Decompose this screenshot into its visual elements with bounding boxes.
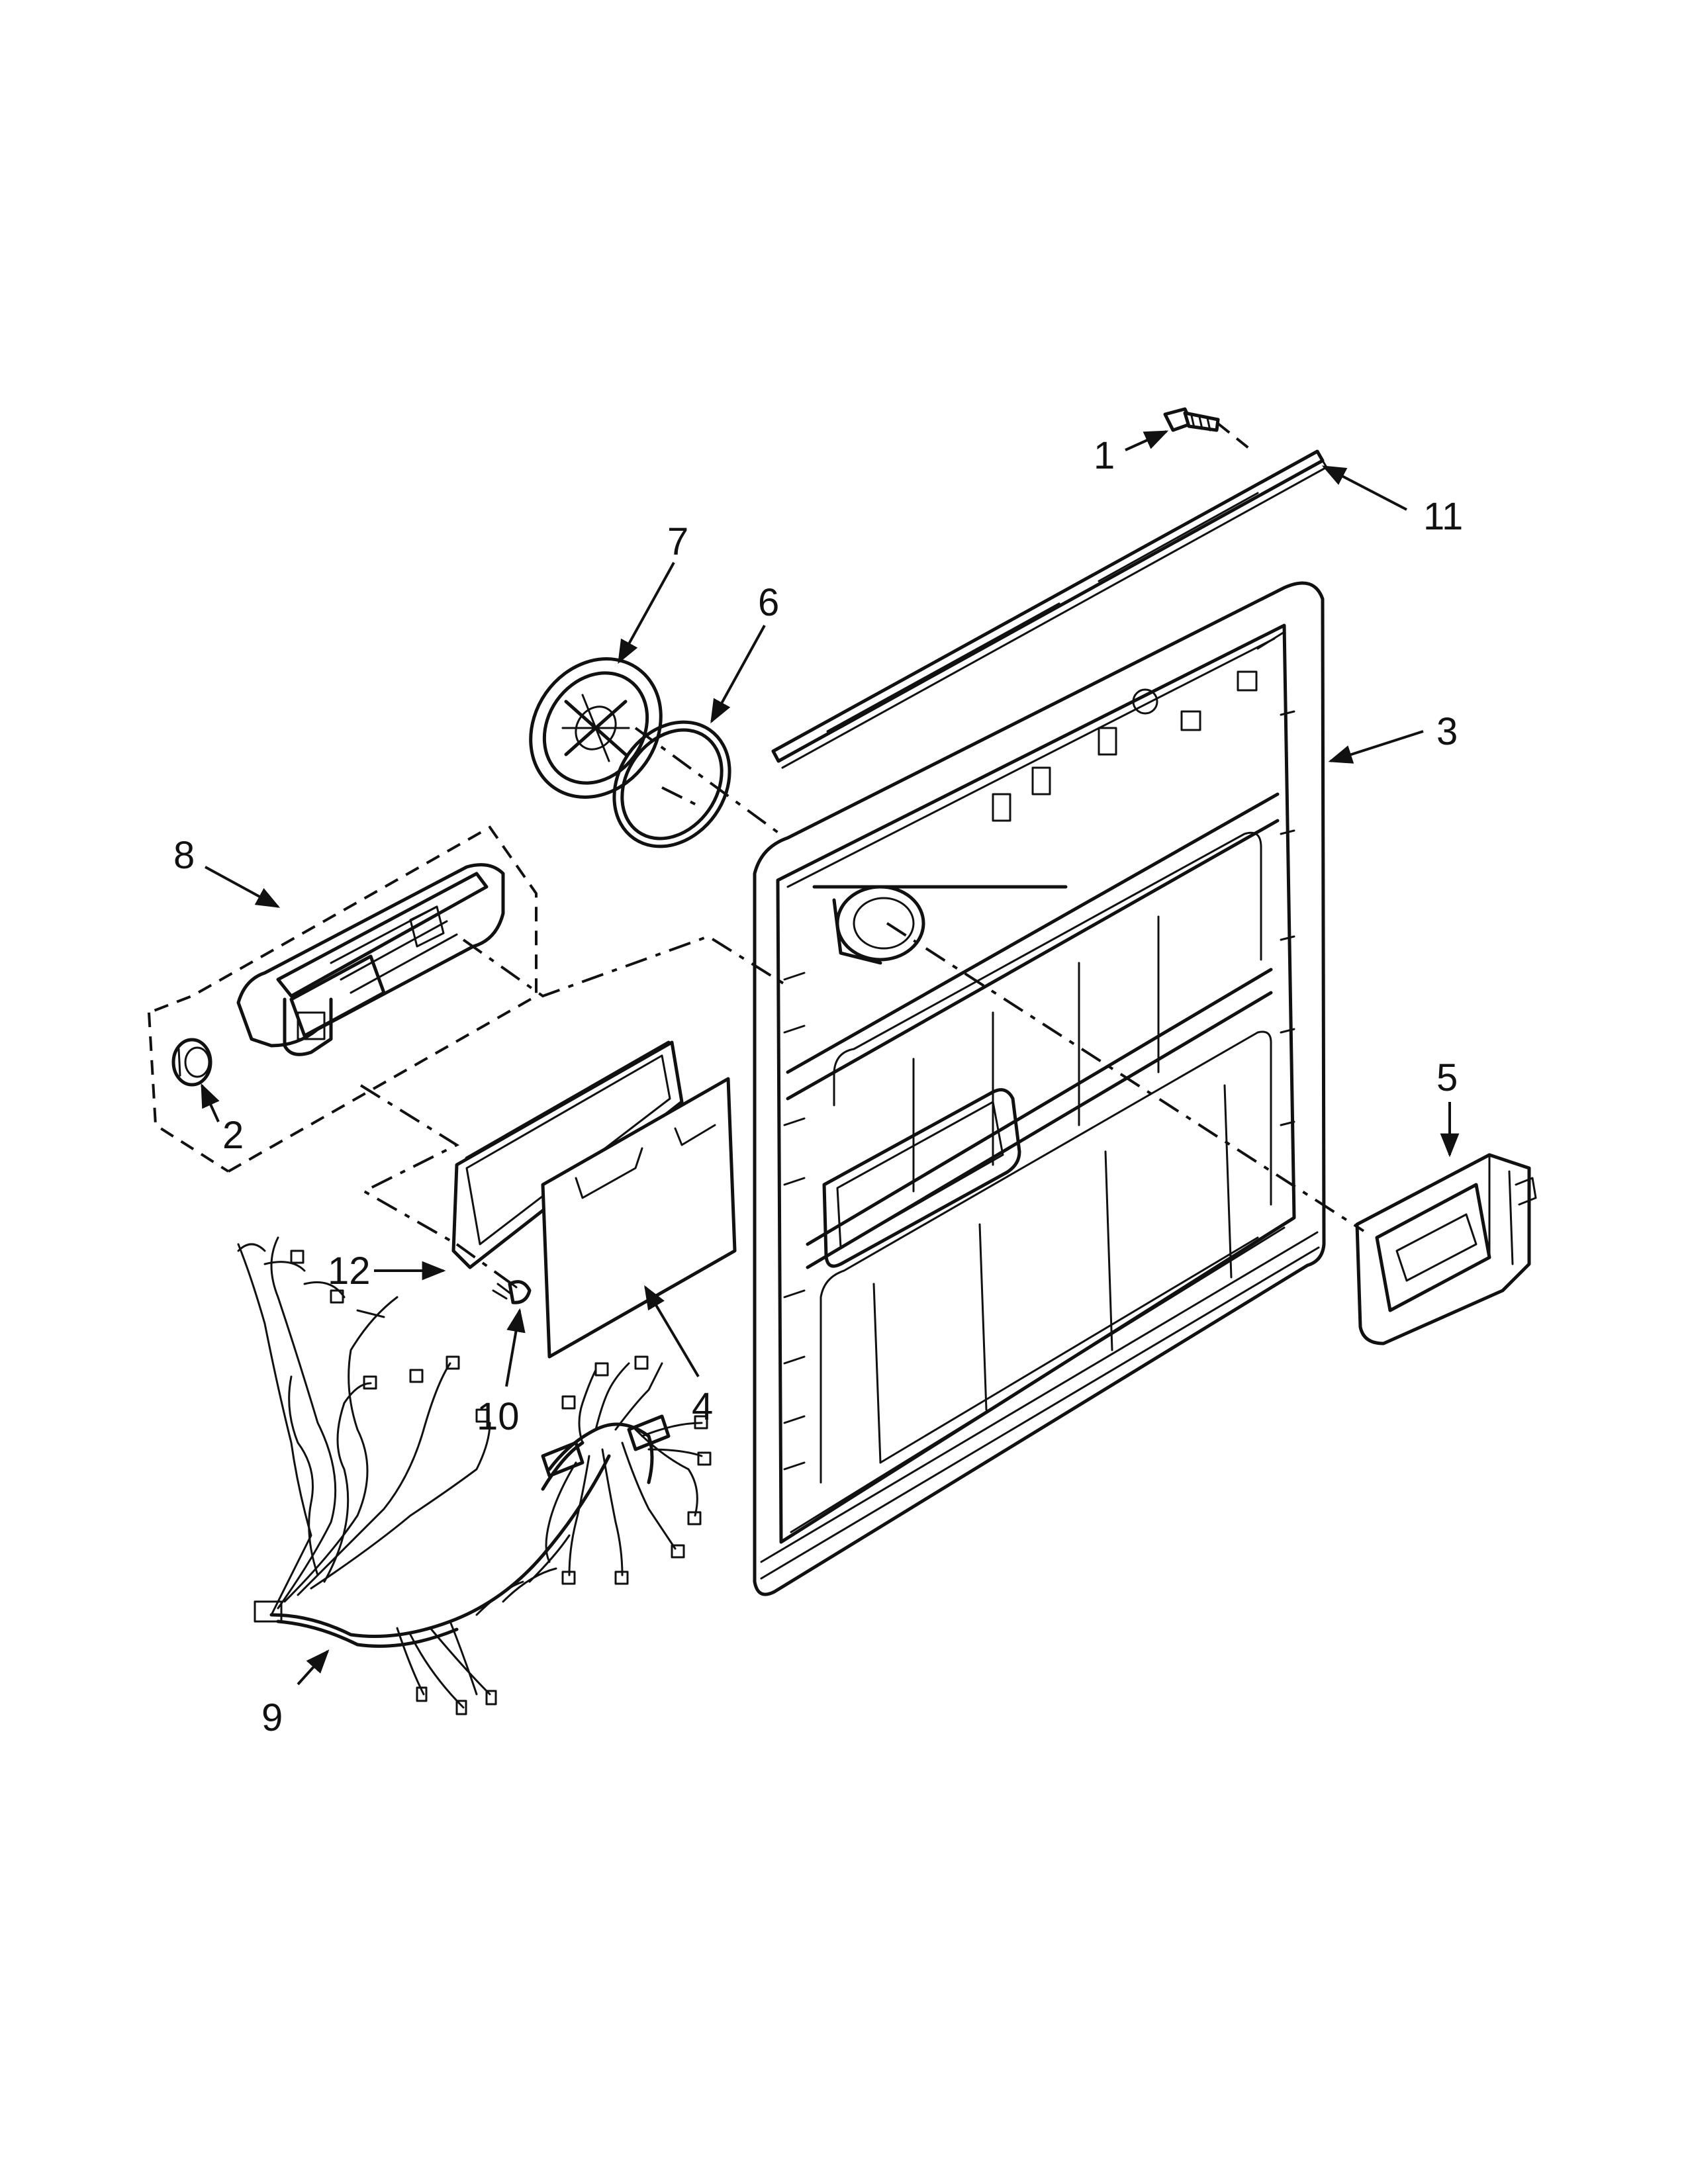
part-5-vent-duct — [1355, 1153, 1537, 1345]
leader-8 — [205, 866, 281, 908]
callout-7: 7 — [667, 520, 688, 563]
leader-7 — [618, 562, 675, 664]
leader-9 — [297, 1649, 330, 1686]
callout-2: 2 — [222, 1114, 244, 1157]
callout-11: 11 — [1423, 495, 1463, 538]
part-7-vent-cap — [529, 657, 663, 799]
callout-1: 1 — [1094, 434, 1115, 477]
callout-4: 4 — [692, 1385, 713, 1428]
leader-11 — [1321, 465, 1407, 511]
callout-12: 12 — [328, 1250, 371, 1293]
part-4-insulation-panel — [541, 1077, 737, 1359]
part-8-detergent-dispenser — [236, 863, 505, 1056]
part-6-gasket-ring — [612, 720, 731, 848]
assembly-lines — [148, 422, 1365, 1289]
leader-2 — [201, 1083, 220, 1122]
callout-5: 5 — [1436, 1056, 1458, 1099]
callout-6: 6 — [758, 581, 779, 624]
part-9-wiring-harness — [237, 1236, 712, 1715]
callout-9: 9 — [261, 1696, 283, 1739]
leader-3 — [1328, 730, 1424, 764]
leader-1 — [1125, 430, 1169, 451]
part-11-top-trim-strip — [771, 449, 1328, 769]
leader-4 — [644, 1285, 700, 1378]
callout-8: 8 — [173, 834, 195, 877]
leader-6 — [710, 625, 766, 724]
callout-10: 10 — [477, 1395, 520, 1438]
part-3-inner-door-panel — [753, 581, 1326, 1596]
callout-labels: 1 11 3 7 6 8 2 5 12 4 10 9 — [173, 434, 1463, 1739]
part-10-screw — [492, 1276, 532, 1304]
leader-10 — [505, 1308, 526, 1387]
part-1-screw — [1163, 407, 1220, 432]
leader-arrows — [201, 430, 1460, 1686]
callout-3: 3 — [1436, 710, 1458, 753]
part-2-rinse-aid-cap — [171, 1038, 212, 1087]
